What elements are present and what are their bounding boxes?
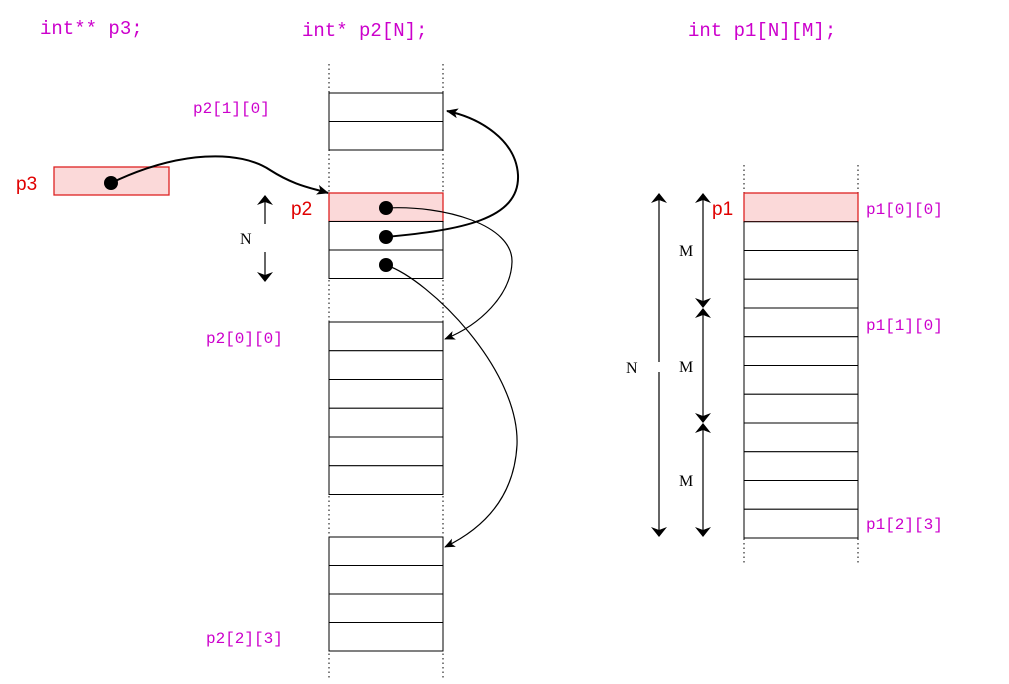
pointer-arrow-p2-2-to-row bbox=[385, 264, 518, 548]
pointer-arrow-p3-to-p2 bbox=[110, 155, 329, 195]
pointer-dot-p3 bbox=[104, 176, 118, 190]
memory-cell bbox=[743, 508, 859, 539]
memory-cell bbox=[328, 565, 444, 595]
memory-cell bbox=[743, 336, 859, 366]
memory-cell bbox=[328, 593, 444, 623]
row-block-p2-0 bbox=[328, 321, 444, 495]
memory-cell bbox=[743, 451, 859, 481]
declaration-p3: int** p3; bbox=[40, 18, 143, 40]
dimension-label-m: M bbox=[679, 359, 693, 376]
element-label-p1-1-0: p1[1][0] bbox=[866, 317, 943, 335]
memory-cell bbox=[328, 622, 444, 652]
element-label-p2-2-3: p2[2][3] bbox=[206, 630, 283, 648]
memory-cell bbox=[328, 92, 444, 122]
declaration-p2: int* p2[N]; bbox=[302, 20, 427, 42]
row-block-p2-2 bbox=[328, 536, 444, 652]
pointer-arrow-p2-1-to-row bbox=[385, 108, 520, 238]
pointer-arrow-p2-0-to-row bbox=[385, 207, 513, 340]
memory-cell bbox=[743, 250, 859, 280]
dimension-label-n: N bbox=[626, 360, 638, 377]
memory-cell bbox=[328, 536, 444, 566]
array-p1 bbox=[743, 192, 859, 539]
memory-cell bbox=[328, 121, 444, 151]
memory-cell bbox=[743, 221, 859, 251]
memory-cell bbox=[743, 422, 859, 453]
memory-cell bbox=[328, 465, 444, 495]
dimension-label-m: M bbox=[679, 473, 693, 490]
memory-cell bbox=[328, 379, 444, 409]
p1-label: p1 bbox=[712, 199, 733, 220]
p3-cell bbox=[53, 166, 170, 196]
pointer-dot-p2-0 bbox=[379, 201, 393, 215]
memory-cell bbox=[328, 436, 444, 467]
declaration-p1: int p1[N][M]; bbox=[688, 20, 836, 42]
memory-cell bbox=[743, 278, 859, 309]
memory-cell bbox=[743, 307, 859, 338]
element-label-p1-0-0: p1[0][0] bbox=[866, 201, 943, 219]
dimension-label-n: N bbox=[240, 231, 252, 248]
memory-cell bbox=[743, 192, 859, 223]
memory-cell bbox=[328, 321, 444, 352]
memory-cell bbox=[743, 365, 859, 395]
row-block-p2-1 bbox=[328, 92, 444, 151]
element-label-p2-0-0: p2[0][0] bbox=[206, 330, 283, 348]
pointer-array-p2 bbox=[328, 192, 444, 279]
p3-label: p3 bbox=[16, 174, 37, 195]
p2-label: p2 bbox=[291, 199, 312, 220]
pointer-dot-p2-2 bbox=[379, 258, 393, 272]
memory-cell bbox=[743, 393, 859, 424]
memory-cell bbox=[743, 480, 859, 510]
memory-cell bbox=[328, 350, 444, 380]
element-label-p2-1-0: p2[1][0] bbox=[193, 100, 270, 118]
memory-cell bbox=[328, 407, 444, 438]
dimension-label-m: M bbox=[679, 243, 693, 260]
element-label-p1-2-3: p1[2][3] bbox=[866, 516, 943, 534]
pointer-dot-p2-1 bbox=[379, 230, 393, 244]
